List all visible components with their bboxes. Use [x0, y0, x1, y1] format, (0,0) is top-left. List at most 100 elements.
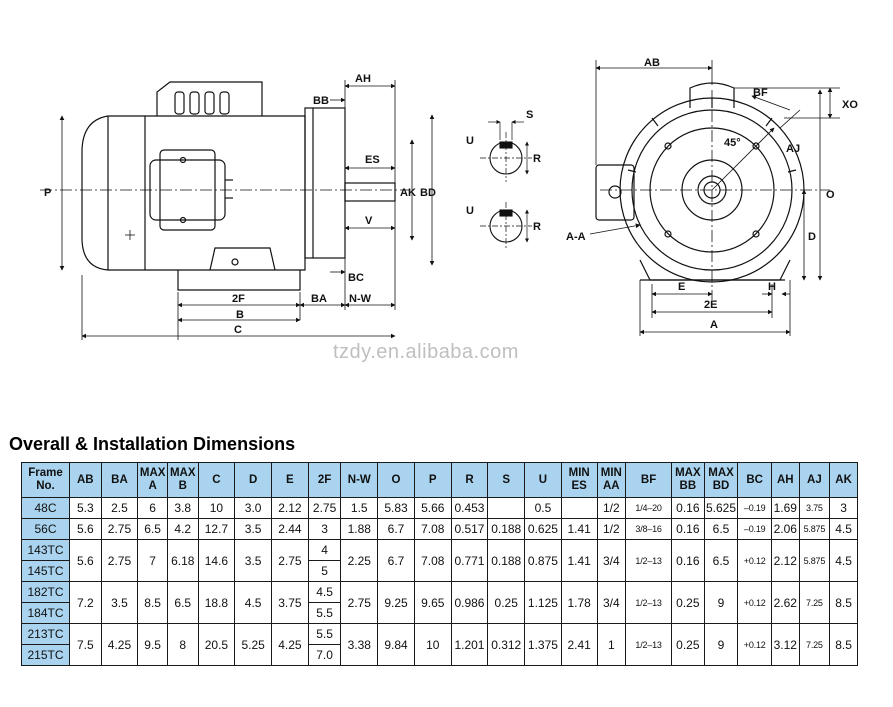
cell-s: 0.188 — [487, 539, 526, 582]
cell-ak: 8.5 — [829, 581, 858, 624]
cell-frame: 48C — [21, 497, 70, 519]
cell-ba: 2.75 — [100, 539, 139, 582]
cell-bc: –0.19 — [737, 497, 773, 519]
cell-bd: 9 — [703, 581, 739, 624]
header-c: C — [197, 462, 236, 498]
side-view-labels: AH BB ES V AK BD P BC 2F BA N-W B C — [44, 73, 436, 336]
label-nw: N-W — [349, 293, 372, 305]
cell-2f: 7.0 — [307, 644, 342, 666]
cell-o: 9.25 — [377, 581, 415, 624]
cell-aa: 3/4 — [596, 581, 627, 624]
header-r: R — [450, 462, 489, 498]
table-row: 143TC 5.6 2.75 7 6.18 14.6 3.5 2.75 4 2.… — [21, 539, 858, 582]
cell-aa: 1/2 — [596, 518, 627, 540]
section-title: Overall & Installation Dimensions — [9, 434, 296, 454]
table-row: 48C 5.3 2.5 6 3.8 10 3.0 2.12 2.75 1.5 5… — [21, 497, 858, 519]
table-row: 56C 5.6 2.75 6.5 4.2 12.7 3.5 2.44 3 1.8… — [21, 518, 858, 540]
cell-2f: 5 — [307, 560, 342, 582]
cell-n-w: 1.5 — [340, 497, 379, 519]
cell-d: 5.25 — [234, 623, 273, 666]
cell-2f: 5.5 — [307, 623, 342, 645]
cell-ah: 2.06 — [771, 518, 800, 540]
header-ab: AB — [68, 462, 102, 498]
cell-b: 4.2 — [166, 518, 199, 540]
cell-bd: 5.625 — [703, 497, 739, 519]
label-b: B — [236, 309, 244, 321]
cell-d: 4.5 — [234, 581, 273, 624]
cell-d: 3.5 — [234, 539, 273, 582]
cell-bf: 3/8–16 — [625, 518, 673, 540]
header-bc: BC — [737, 462, 773, 498]
cell-bb: 0.16 — [671, 539, 705, 582]
header-ba: BA — [100, 462, 139, 498]
label-bf: BF — [753, 87, 768, 99]
cell-bc: –0.19 — [737, 518, 773, 540]
label-ba: BA — [311, 293, 327, 305]
label-bc: BC — [348, 272, 364, 284]
cell-u: 1.375 — [524, 623, 562, 666]
cell-a: 6.5 — [137, 518, 168, 540]
shaft-labels: S U R U R — [466, 109, 541, 233]
cell-ah: 3.12 — [771, 623, 800, 666]
cell-es: 1.41 — [560, 518, 598, 540]
cell-p: 7.08 — [413, 539, 452, 582]
cell-a: 7 — [137, 539, 168, 582]
cell-c: 18.8 — [197, 581, 236, 624]
motor-dimension-drawing: AH BB ES V AK BD P BC 2F BA N-W B C S U … — [40, 57, 858, 340]
cell-n-w: 2.25 — [340, 539, 379, 582]
cell-s: 0.312 — [487, 623, 526, 666]
cell-es — [560, 497, 598, 519]
cell-a: 8.5 — [137, 581, 168, 624]
table-row: 215TC 7.0 — [21, 644, 858, 666]
cell-bd: 6.5 — [703, 518, 739, 540]
cell-s — [487, 497, 526, 519]
cell-2f: 5.5 — [307, 602, 342, 624]
cell-ab: 5.6 — [68, 539, 102, 582]
label-aj: AJ — [786, 143, 800, 155]
cell-bc: +0.12 — [737, 623, 773, 666]
header-bf: BF — [625, 462, 673, 498]
cell-ak: 3 — [829, 497, 858, 519]
shaft-sections — [480, 119, 532, 250]
cell-b: 8 — [166, 623, 199, 666]
label-ab: AB — [644, 57, 660, 69]
label-s: S — [526, 109, 533, 121]
table-row: 184TC 5.5 — [21, 602, 858, 624]
cell-ak: 8.5 — [829, 623, 858, 666]
cell-u: 0.875 — [524, 539, 562, 582]
cell-a: 9.5 — [137, 623, 168, 666]
label-es: ES — [365, 154, 380, 166]
cell-bd: 6.5 — [703, 539, 739, 582]
cell-c: 12.7 — [197, 518, 236, 540]
header-ah: AH — [771, 462, 800, 498]
label-45deg: 45° — [724, 137, 741, 149]
cell-u: 0.625 — [524, 518, 562, 540]
cell-es: 1.41 — [560, 539, 598, 582]
header-p: P — [413, 462, 452, 498]
cell-ba: 2.5 — [100, 497, 139, 519]
label-h: H — [768, 281, 776, 293]
cell-aa: 1/2 — [596, 497, 627, 519]
watermark: tzdy.en.alibaba.com — [333, 341, 519, 363]
cell-o: 9.84 — [377, 623, 415, 666]
header-ak: AK — [829, 462, 858, 498]
label-r-1: R — [533, 153, 541, 165]
cell-bf: 1/4–20 — [625, 497, 673, 519]
cell-frame: 145TC — [21, 560, 70, 582]
label-c: C — [234, 324, 242, 336]
cell-frame: 213TC — [21, 623, 70, 645]
cell-2f: 4 — [307, 539, 342, 561]
cell-u: 0.5 — [524, 497, 562, 519]
cell-2f: 3 — [307, 518, 342, 540]
cell-n-w: 1.88 — [340, 518, 379, 540]
cell-n-w: 2.75 — [340, 581, 379, 624]
cell-aj: 7.25 — [798, 581, 831, 624]
cell-d: 3.5 — [234, 518, 273, 540]
cell-bc: +0.12 — [737, 539, 773, 582]
cell-es: 1.78 — [560, 581, 598, 624]
